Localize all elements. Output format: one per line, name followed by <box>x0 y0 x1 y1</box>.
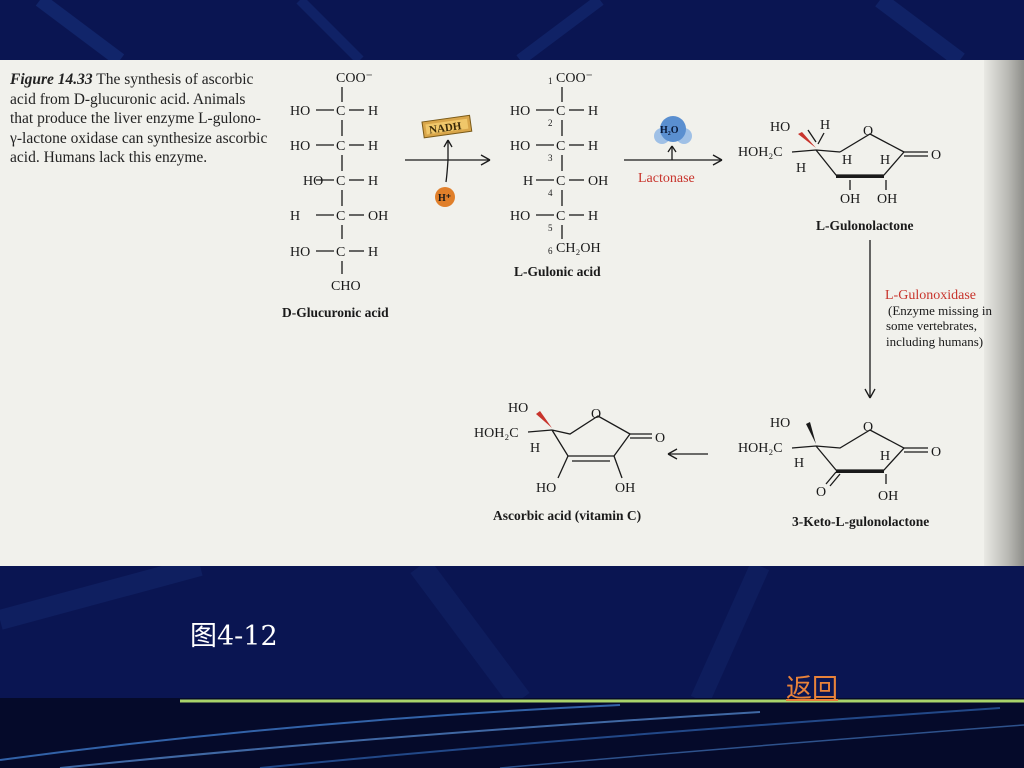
atom: H <box>523 174 533 189</box>
step1-arrow: NADH H⁺ <box>405 114 491 207</box>
atom: HO <box>510 104 530 119</box>
d-glucuronic-acid: COO⁻ HO C H HO C H HO C H H C OH <box>282 71 389 320</box>
water-molecule-icon: H₂O <box>654 116 692 144</box>
atom: OH <box>615 481 635 496</box>
carbon: C <box>556 209 565 224</box>
atom: OH <box>878 489 898 504</box>
enzyme-note: including humans) <box>886 334 983 349</box>
step2-arrow: H₂O Lactonase <box>624 116 723 186</box>
carbon: C <box>556 104 565 119</box>
atom: HOH₂C <box>738 145 783 160</box>
page-edge <box>984 60 1024 566</box>
atom: O <box>863 420 873 435</box>
atom: H <box>880 449 890 464</box>
atom: H <box>368 139 378 154</box>
atom: H <box>794 456 804 471</box>
figure-caption: Figure 14.33 The synthesis of ascorbic a… <box>10 70 270 168</box>
figure-number: Figure 14.33 <box>10 71 93 88</box>
enzyme-note: some vertebrates, <box>886 318 977 333</box>
atom: O <box>931 445 941 460</box>
atom: OH <box>877 192 897 207</box>
nadh-badge: NADH <box>421 114 473 139</box>
atom: O <box>931 148 941 163</box>
carbon-number: 4 <box>548 188 553 198</box>
carbon: C <box>336 174 345 189</box>
atom: HO <box>510 209 530 224</box>
atom: O <box>863 124 873 139</box>
atom: HO <box>508 401 528 416</box>
l-gulonolactone: HO H HOH₂C H O O H H OH OH L-Gulonolacto… <box>738 118 941 233</box>
cofactor-label: NADH <box>428 120 462 136</box>
back-link[interactable]: 返回 <box>786 674 839 704</box>
atom: O <box>655 431 665 446</box>
proton-badge <box>435 187 455 207</box>
atom: CHO <box>331 279 361 294</box>
carbon: C <box>336 245 345 260</box>
atom: HOH₂C <box>474 426 519 441</box>
pathway-diagram: COO⁻ HO C H HO C H HO C H H C OH <box>282 71 992 529</box>
atom: HOH₂C <box>738 441 783 456</box>
atom: HO <box>536 481 556 496</box>
atom: OH <box>368 209 388 224</box>
carbon: C <box>556 174 565 189</box>
enzyme-note: (Enzyme missing in <box>888 303 992 318</box>
atom: O <box>591 407 601 422</box>
ascorbic-acid: HO HOH₂C H O O HO OH Ascorbic acid (vita… <box>474 401 665 523</box>
atom: OH <box>840 192 860 207</box>
atom: OH <box>588 174 608 189</box>
carbon-number: 2 <box>548 118 553 128</box>
3-keto-l-gulonolactone: HO HOH₂C H O O H O OH 3-Keto-L-gulonolac… <box>738 416 941 529</box>
compound-label: Ascorbic acid (vitamin C) <box>493 508 641 523</box>
atom: H <box>588 104 598 119</box>
carbon: C <box>336 139 345 154</box>
step4-arrow <box>667 448 708 460</box>
atom: O <box>816 485 826 500</box>
atom: H <box>290 209 300 224</box>
atom: H <box>368 104 378 119</box>
atom: H <box>820 118 830 133</box>
enzyme-label: L-Gulonoxidase <box>885 288 976 303</box>
enzyme-label: Lactonase <box>638 171 695 186</box>
compound-label: L-Gulonolactone <box>816 218 914 233</box>
atom: HO <box>303 174 323 189</box>
carbon: C <box>336 209 345 224</box>
atom: HO <box>290 245 310 260</box>
atom: CH₂OH <box>556 241 601 256</box>
figure-label: 图4-12 <box>190 621 278 652</box>
atom: H <box>880 153 890 168</box>
atom: HO <box>290 139 310 154</box>
l-gulonic-acid: 1 COO⁻ HO C 2 H HO C 3 H H C 4 OH HO <box>510 71 608 279</box>
carbon-number: 1 <box>548 76 553 86</box>
compound-label: 3-Keto-L-gulonolactone <box>792 514 929 529</box>
atom: HO <box>290 104 310 119</box>
atom: HO <box>770 120 790 135</box>
atom: H <box>368 174 378 189</box>
carbon-number: 6 <box>548 246 553 256</box>
carbon: C <box>556 139 565 154</box>
atom: H <box>530 441 540 456</box>
step3-arrow: L-Gulonoxidase (Enzyme missing in some v… <box>864 240 992 399</box>
water-label: H₂O <box>660 125 679 136</box>
atom: COO⁻ <box>336 71 373 86</box>
atom: COO⁻ <box>556 71 593 86</box>
carbon-number: 3 <box>548 153 553 163</box>
figure-panel: Figure 14.33 The synthesis of ascorbic a… <box>0 60 1024 566</box>
atom: H <box>842 153 852 168</box>
atom: HO <box>510 139 530 154</box>
proton-label: H⁺ <box>438 193 451 204</box>
caption-text: The synthesis of ascorbic acid from D-gl… <box>10 71 268 166</box>
carbon-number: 5 <box>548 223 553 233</box>
atom: H <box>588 209 598 224</box>
atom: H <box>796 161 806 176</box>
compound-label: L-Gulonic acid <box>514 264 601 279</box>
atom: H <box>588 139 598 154</box>
compound-label: D-Glucuronic acid <box>282 305 389 320</box>
atom: H <box>368 245 378 260</box>
carbon: C <box>336 104 345 119</box>
atom: HO <box>770 416 790 431</box>
